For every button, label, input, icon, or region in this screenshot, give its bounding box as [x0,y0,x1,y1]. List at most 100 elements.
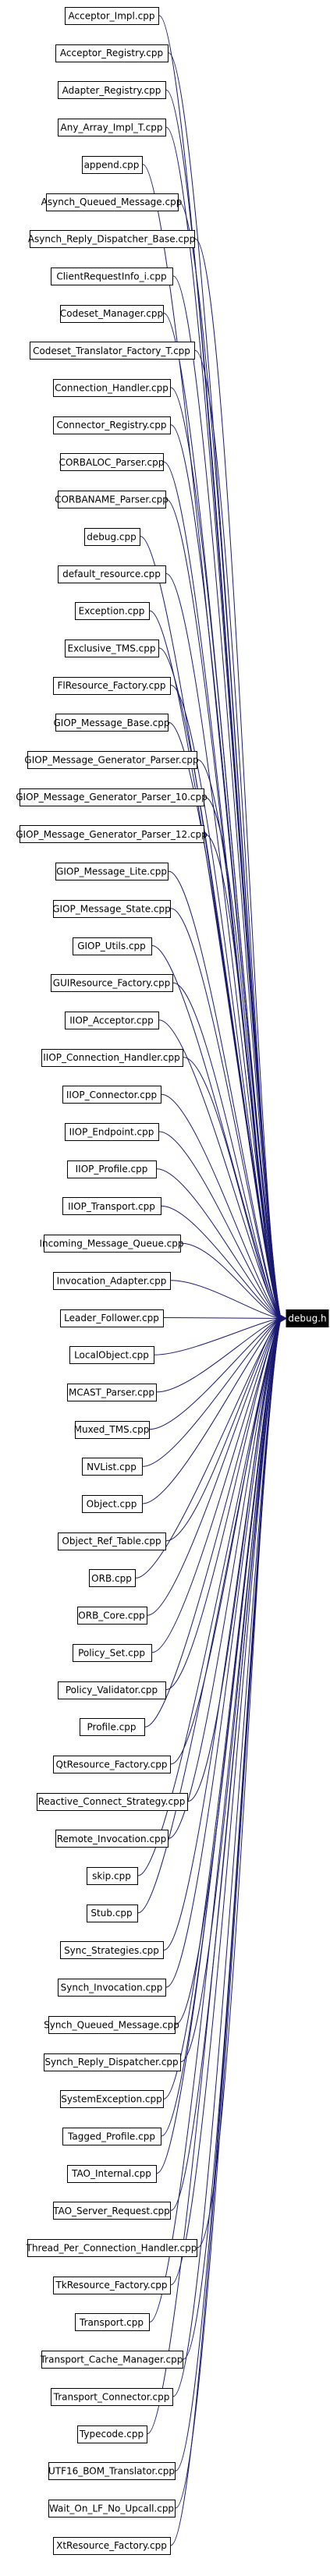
node-giop-message-generator-parser-cpp[interactable]: GIOP_Message_Generator_Parser.cpp [24,751,199,769]
node-label: Incoming_Message_Queue.cpp [40,1238,184,1249]
node-codeset-translator-factory-t-cpp[interactable]: Codeset_Translator_Factory_T.cpp [30,342,195,360]
target-node-debug-h[interactable]: debug.h [286,1309,329,1327]
node-orb-cpp[interactable]: ORB.cpp [89,1569,136,1587]
node-transport-cpp[interactable]: Transport.cpp [75,2313,150,2331]
node-box [30,342,195,360]
node-synch-queued-message-cpp[interactable]: Synch_Queued_Message.cpp [44,2016,179,2034]
node-wait-on-lf-no-upcall-cpp[interactable]: Wait_On_LF_No_Upcall.cpp [48,2500,176,2518]
node-skip-cpp[interactable]: skip.cpp [87,1867,138,1885]
node-profile-cpp[interactable]: Profile.cpp [80,1718,145,1736]
node-asynch-queued-message-cpp[interactable]: Asynch_Queued_Message.cpp [41,193,183,211]
node-box [53,416,171,434]
node-default-resource-cpp[interactable]: default_resource.cpp [58,565,166,583]
node-label: Codeset_Translator_Factory_T.cpp [33,345,190,356]
node-iiop-connector-cpp[interactable]: IIOP_Connector.cpp [62,1086,161,1104]
node-label: Invocation_Adapter.cpp [57,1275,167,1286]
node-tao-internal-cpp[interactable]: TAO_Internal.cpp [67,2165,157,2183]
edge-nvlist-cpp [142,1318,282,1467]
node-box [65,7,159,25]
node-giop-message-generator-parser-10-cpp[interactable]: GIOP_Message_Generator_Parser_10.cpp [16,788,208,806]
node-tagged-profile-cpp[interactable]: Tagged_Profile.cpp [62,2128,161,2145]
node-remote-invocation-cpp[interactable]: Remote_Invocation.cpp [55,1830,169,1848]
node-connection-handler-cpp[interactable]: Connection_Handler.cpp [53,379,171,397]
node-invocation-adapter-cpp[interactable]: Invocation_Adapter.cpp [53,1272,171,1290]
node-acceptor-impl-cpp[interactable]: Acceptor_Impl.cpp [65,7,159,25]
node-any-array-impl-t-cpp[interactable]: Any_Array_Impl_T.cpp [58,119,166,136]
node-corbaloc-parser-cpp[interactable]: CORBALOC_Parser.cpp [59,453,165,471]
node-box [20,825,204,843]
node-label: append.cpp [84,159,140,170]
node-append-cpp[interactable]: append.cpp [82,156,143,174]
node-corbaname-parser-cpp[interactable]: CORBANAME_Parser.cpp [55,491,169,508]
node-guiresource-factory-cpp[interactable]: GUIResource_Factory.cpp [51,974,173,992]
edge-iiop-endpoint-cpp [158,1131,282,1319]
node-object-cpp[interactable]: Object.cpp [82,1495,143,1513]
node-giop-message-base-cpp[interactable]: GIOP_Message_Base.cpp [54,714,170,732]
target-box [286,1309,329,1327]
node-label: UTF16_BOM_Translator.cpp [48,2466,175,2477]
node-policy-set-cpp[interactable]: Policy_Set.cpp [73,1644,152,1662]
node-box [77,2425,147,2443]
node-connector-registry-cpp[interactable]: Connector_Registry.cpp [53,416,171,434]
node-utf16-bom-translator-cpp[interactable]: UTF16_BOM_Translator.cpp [48,2462,176,2480]
node-adapter-registry-cpp[interactable]: Adapter_Registry.cpp [58,81,166,99]
edge-tao-internal-cpp [156,1318,282,2174]
node-transport-cache-manager-cpp[interactable]: Transport_Cache_Manager.cpp [40,2351,183,2369]
node-thread-per-connection-handler-cpp[interactable]: Thread_Per_Connection_Handler.cpp [26,2239,197,2257]
edge-giop-message-generator-parser-12-cpp [204,833,282,1319]
node-iiop-transport-cpp[interactable]: IIOP_Transport.cpp [62,1197,161,1215]
node-box [77,1607,147,1625]
node-synch-invocation-cpp[interactable]: Synch_Invocation.cpp [58,1979,166,1997]
node-clientrequestinfo-i-cpp[interactable]: ClientRequestInfo_i.cpp [51,268,173,285]
node-exception-cpp[interactable]: Exception.cpp [75,602,150,620]
node-synch-reply-dispatcher-cpp[interactable]: Synch_Reply_Dispatcher.cpp [44,2053,181,2071]
node-tkresource-factory-cpp[interactable]: TkResource_Factory.cpp [53,2277,171,2294]
node-iiop-profile-cpp[interactable]: IIOP_Profile.cpp [67,1160,157,1178]
node-nvlist-cpp[interactable]: NVList.cpp [82,1458,143,1476]
node-giop-message-lite-cpp[interactable]: GIOP_Message_Lite.cpp [55,863,169,881]
node-qtresource-factory-cpp[interactable]: QtResource_Factory.cpp [53,1756,171,1773]
node-mcast-parser-cpp[interactable]: MCAST_Parser.cpp [67,1384,157,1401]
node-leader-follower-cpp[interactable]: Leader_Follower.cpp [60,1309,164,1327]
node-iiop-endpoint-cpp[interactable]: IIOP_Endpoint.cpp [65,1123,159,1141]
node-exclusive-tms-cpp[interactable]: Exclusive_TMS.cpp [65,640,159,657]
node-orb-core-cpp[interactable]: ORB_Core.cpp [77,1607,147,1625]
node-acceptor-registry-cpp[interactable]: Acceptor_Registry.cpp [55,44,169,62]
node-box [60,453,164,471]
node-codeset-manager-cpp[interactable]: Codeset_Manager.cpp [60,305,164,323]
node-box [58,565,166,583]
node-label: TAO_Internal.cpp [71,2168,151,2179]
node-object-ref-table-cpp[interactable]: Object_Ref_Table.cpp [58,1532,166,1550]
node-debug-cpp[interactable]: debug.cpp [84,528,140,546]
node-label: IIOP_Profile.cpp [76,1164,148,1175]
node-box [55,1830,169,1848]
node-box [75,602,150,620]
node-policy-validator-cpp[interactable]: Policy_Validator.cpp [58,1681,166,1699]
node-box [27,751,197,769]
node-tao-server-request-cpp[interactable]: TAO_Server_Request.cpp [52,2202,171,2220]
node-label: Asynch_Reply_Dispatcher_Base.cpp [28,234,196,245]
node-muxed-tms-cpp[interactable]: Muxed_TMS.cpp [74,1421,150,1439]
node-transport-connector-cpp[interactable]: Transport_Connector.cpp [51,2388,173,2406]
node-giop-message-generator-parser-12-cpp[interactable]: GIOP_Message_Generator_Parser_12.cpp [16,825,208,843]
node-iiop-connection-handler-cpp[interactable]: IIOP_Connection_Handler.cpp [41,1049,183,1067]
node-box [58,119,166,136]
node-xtresource-factory-cpp[interactable]: XtResource_Factory.cpp [53,2537,171,2555]
node-giop-message-state-cpp[interactable]: GIOP_Message_State.cpp [52,900,171,918]
node-incoming-message-queue-cpp[interactable]: Incoming_Message_Queue.cpp [40,1235,184,1253]
edge-codeset-translator-factory-t-cpp [194,349,282,1319]
node-label: Connector_Registry.cpp [57,420,167,431]
node-typecode-cpp[interactable]: Typecode.cpp [77,2425,147,2443]
node-reactive-connect-strategy-cpp[interactable]: Reactive_Connect_Strategy.cpp [37,1793,188,1811]
node-asynch-reply-dispatcher-base-cpp[interactable]: Asynch_Reply_Dispatcher_Base.cpp [28,230,196,248]
node-box [89,1569,136,1587]
node-localobject-cpp[interactable]: LocalObject.cpp [69,1346,154,1364]
node-flresource-factory-cpp[interactable]: FlResource_Factory.cpp [53,677,171,695]
node-sync-strategies-cpp[interactable]: Sync_Strategies.cpp [60,1941,164,1959]
node-giop-utils-cpp[interactable]: GIOP_Utils.cpp [73,937,152,955]
node-iiop-acceptor-cpp[interactable]: IIOP_Acceptor.cpp [65,1012,159,1029]
node-label: Transport.cpp [79,2317,144,2328]
node-systemexception-cpp[interactable]: SystemException.cpp [60,2090,164,2108]
node-box [53,2537,171,2555]
node-stub-cpp[interactable]: Stub.cpp [87,1905,138,1922]
